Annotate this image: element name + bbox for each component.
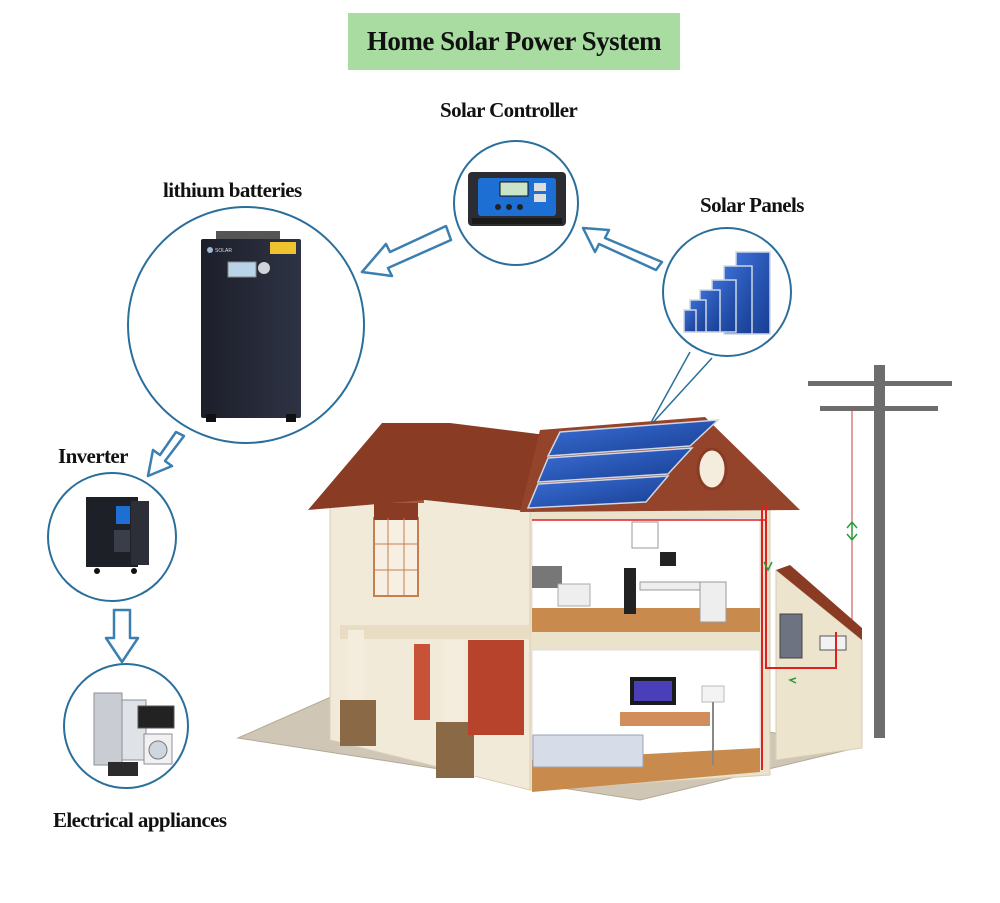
arrow-battery-to-inverter xyxy=(146,430,186,478)
utility-pole-icon xyxy=(808,365,952,738)
label-electrical-appliances: Electrical appliances xyxy=(53,808,227,832)
label-solar-panels: Solar Panels xyxy=(700,193,804,217)
label-solar-controller: Solar Controller xyxy=(440,98,578,122)
arrow-inverter-to-appliances xyxy=(104,608,140,664)
flow-arrows xyxy=(104,224,664,664)
battery-logo-text: SOLAR xyxy=(215,248,232,254)
appliances-icon xyxy=(93,692,175,776)
solar-controller-icon xyxy=(468,172,566,226)
house-icon xyxy=(236,417,863,801)
arrow-controller-to-battery xyxy=(360,224,453,278)
label-inverter: Inverter xyxy=(58,444,128,468)
inverter-icon xyxy=(86,497,149,574)
label-lithium-batteries: lithium batteries xyxy=(163,178,302,202)
diagram-title: Home Solar Power System xyxy=(348,13,680,70)
lithium-battery-icon: SOLAR xyxy=(201,231,301,422)
solar-panels-icon xyxy=(683,251,771,335)
arrow-panels-to-controller xyxy=(581,226,664,272)
